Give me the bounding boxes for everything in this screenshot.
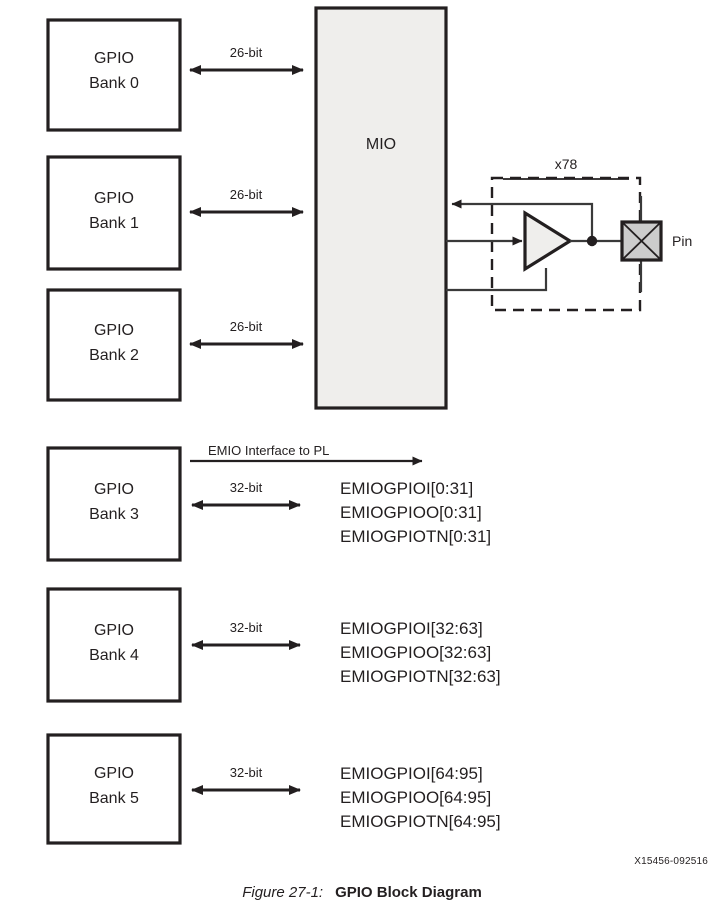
gpio-bank3-block: GPIO Bank 3: [46, 446, 182, 562]
bank0-mio-connection: 26-bit: [189, 45, 304, 75]
pad-junction-dot: [586, 235, 598, 247]
bank4-signal-1: EMIOGPIOO[32:63]: [340, 643, 491, 662]
bank4-emio-connection: 32-bit: [191, 620, 301, 650]
mio-block: MIO: [314, 6, 448, 410]
gpio-bank5-label-line1: GPIO: [94, 765, 134, 782]
bank5-signal-1: EMIOGPIOO[64:95]: [340, 788, 491, 807]
gpio-bank2-label-line2: Bank 2: [89, 347, 139, 364]
gpio-bank0-block: GPIO Bank 0: [46, 18, 182, 132]
bank3-width-label: 32-bit: [230, 480, 263, 495]
gpio-bank3-label-line2: Bank 3: [89, 506, 139, 523]
gpio-bank1-label-line2: Bank 1: [89, 215, 139, 232]
bank4-signal-2: EMIOGPIOTN[32:63]: [340, 667, 501, 686]
bank4-width-label: 32-bit: [230, 620, 263, 635]
bank5-emio-connection: 32-bit: [191, 765, 301, 795]
bank2-width-label: 26-bit: [230, 319, 263, 334]
bank5-signal-0: EMIOGPIOI[64:95]: [340, 764, 483, 783]
gpio-bank4-label-line2: Bank 4: [89, 647, 139, 664]
bank3-signal-0: EMIOGPIOI[0:31]: [340, 479, 473, 498]
tristate-buffer-icon: [523, 210, 574, 272]
figure-caption: Figure 27-1: GPIO Block Diagram: [0, 884, 724, 901]
gpio-bank4-label-line1: GPIO: [94, 622, 134, 639]
x78-multiplicity-label: x78: [555, 156, 578, 172]
bank4-emio-signals: EMIOGPIOI[32:63] EMIOGPIOO[32:63] EMIOGP…: [340, 619, 501, 686]
gpio-bank3-label-line1: GPIO: [94, 481, 134, 498]
bank3-emio-signals: EMIOGPIOI[0:31] EMIOGPIOO[0:31] EMIOGPIO…: [340, 479, 491, 546]
emio-interface-arrow: EMIO Interface to PL: [190, 443, 423, 466]
bank5-width-label: 32-bit: [230, 765, 263, 780]
figure-number: Figure 27-1:: [242, 884, 324, 901]
pin-tristate-enable-path: [446, 268, 548, 292]
bank1-width-label: 26-bit: [230, 187, 263, 202]
gpio-bank0-label-line1: GPIO: [94, 50, 134, 67]
gpio-bank5-block: GPIO Bank 5: [46, 733, 182, 845]
gpio-bank2-block: GPIO Bank 2: [46, 288, 182, 402]
bank0-width-label: 26-bit: [230, 45, 263, 60]
gpio-bank1-block: GPIO Bank 1: [46, 155, 182, 271]
bank3-emio-connection: 32-bit: [191, 480, 301, 510]
figure-title: GPIO Block Diagram: [335, 884, 482, 901]
bank3-signal-2: EMIOGPIOTN[0:31]: [340, 527, 491, 546]
gpio-bank0-label-line2: Bank 0: [89, 75, 139, 92]
pin-label: Pin: [672, 233, 692, 249]
mio-block-label: MIO: [366, 136, 396, 153]
bank4-signal-0: EMIOGPIOI[32:63]: [340, 619, 483, 638]
gpio-bank4-block: GPIO Bank 4: [46, 587, 182, 703]
emio-interface-label: EMIO Interface to PL: [208, 443, 329, 458]
bank5-emio-signals: EMIOGPIOI[64:95] EMIOGPIOO[64:95] EMIOGP…: [340, 764, 501, 831]
bank2-mio-connection: 26-bit: [189, 319, 304, 349]
pin-driver-circuit: x78 Pin: [446, 156, 692, 312]
figure-doc-id: X15456-092516: [634, 856, 708, 867]
gpio-bank5-label-line2: Bank 5: [89, 790, 139, 807]
bank1-mio-connection: 26-bit: [189, 187, 304, 217]
pin-input-path: [451, 199, 594, 241]
bank3-signal-1: EMIOGPIOO[0:31]: [340, 503, 482, 522]
bank5-signal-2: EMIOGPIOTN[64:95]: [340, 812, 501, 831]
gpio-bank1-label-line1: GPIO: [94, 190, 134, 207]
pin-pad-icon: [620, 196, 663, 292]
gpio-bank2-label-line1: GPIO: [94, 322, 134, 339]
